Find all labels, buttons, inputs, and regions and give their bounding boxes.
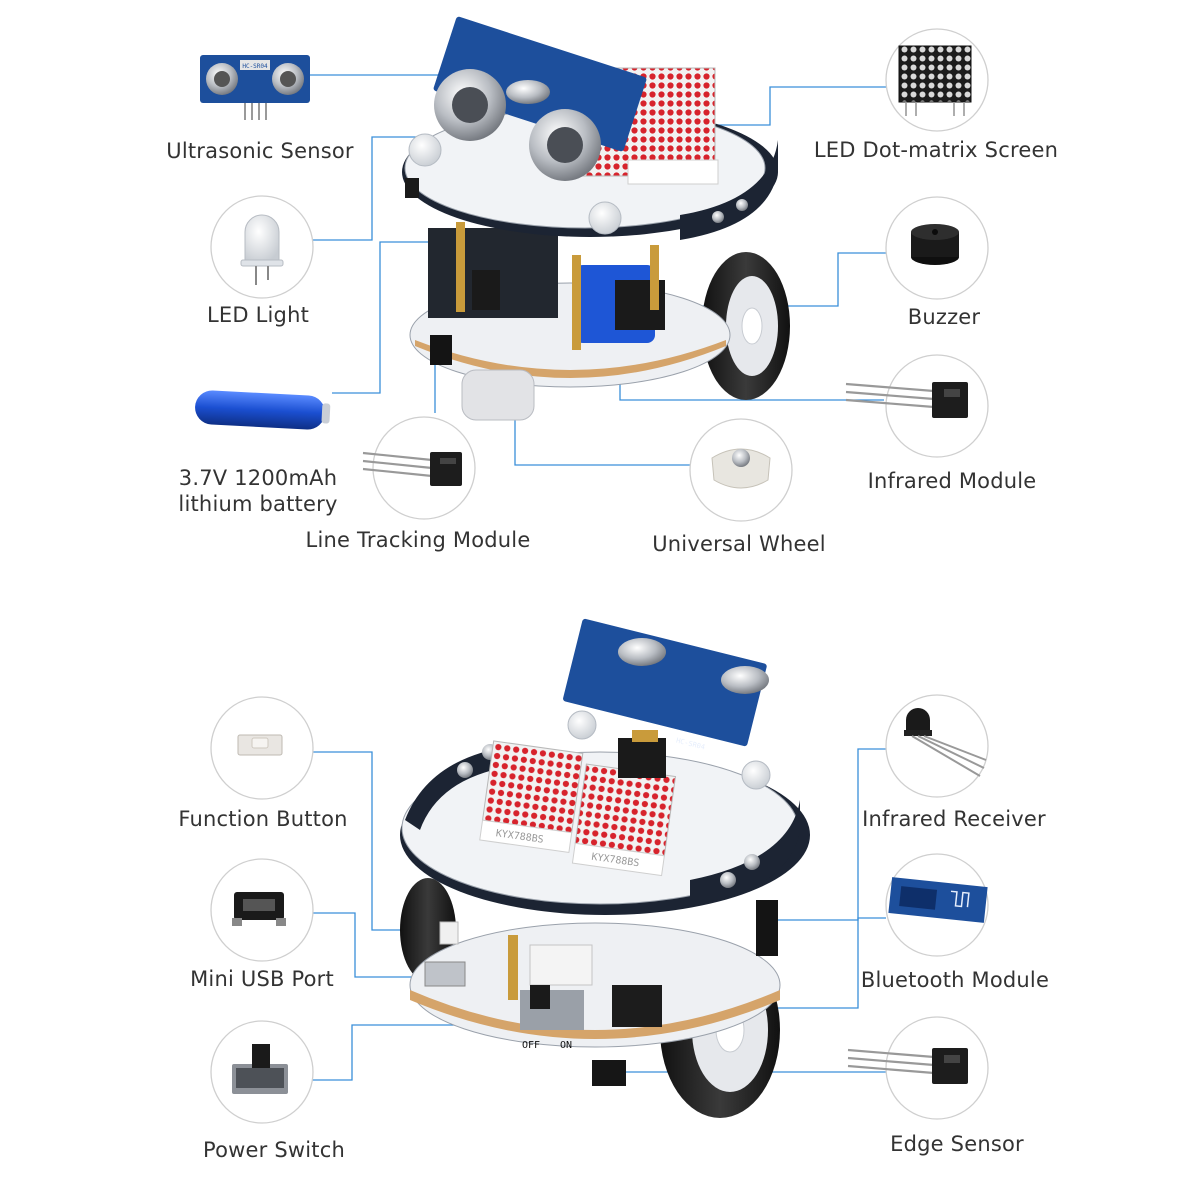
label-led-light: LED Light	[206, 303, 310, 327]
label-universal-wheel: Universal Wheel	[652, 532, 826, 556]
label-line-tracking-module: Line Tracking Module	[305, 528, 531, 552]
label-bluetooth-module: Bluetooth Module	[860, 968, 1050, 992]
led-light-icon	[240, 214, 284, 285]
bluetooth-module-icon	[888, 877, 988, 923]
label-infrared-module: Infrared Module	[867, 469, 1037, 493]
infrared-receiver-icon	[904, 708, 987, 777]
mini-usb-icon	[232, 892, 286, 926]
svg-text:HC-SR04: HC-SR04	[242, 63, 268, 70]
label-infrared-receiver: Infrared Receiver	[862, 807, 1046, 831]
universal-wheel-icon	[711, 448, 771, 489]
label-power-switch: Power Switch	[203, 1138, 345, 1162]
label-ultrasonic-sensor: Ultrasonic Sensor	[166, 139, 354, 163]
robot-top-view	[402, 16, 790, 421]
leader-battery	[332, 241, 440, 394]
leader-led-matrix	[685, 86, 886, 126]
label-edge-sensor: Edge Sensor	[890, 1132, 1024, 1156]
function-button-icon	[237, 734, 283, 756]
line-tracking-icon	[362, 451, 462, 486]
power-switch-icon	[232, 1044, 288, 1094]
label-battery: 3.7V 1200mAh lithium battery	[178, 466, 338, 516]
leader-universal-wheel	[514, 415, 690, 466]
buzzer-icon	[911, 224, 959, 265]
battery-icon	[195, 390, 331, 430]
switch-off-marking: OFF	[522, 1040, 540, 1051]
leader-power-switch	[312, 1024, 547, 1081]
switch-on-marking: ON	[560, 1040, 572, 1051]
ultrasonic-sensor-icon: HC-SR04	[200, 55, 310, 120]
edge-sensor-icon	[847, 1048, 968, 1084]
robot-bottom-view: OFF ON KYX788BS KYX788BS HC-SR04	[400, 618, 810, 1118]
label-mini-usb-port: Mini USB Port	[190, 967, 334, 991]
led-matrix-icon	[898, 45, 972, 116]
ultrasonic-marking-bottom: HC-SR04	[675, 737, 706, 752]
label-function-button: Function Button	[178, 807, 348, 831]
label-buzzer: Buzzer	[907, 305, 981, 329]
leader-infrared-receiver	[775, 748, 886, 921]
infrared-module-icon	[845, 382, 968, 418]
leader-led-light	[312, 136, 420, 241]
leader-mini-usb	[312, 912, 437, 978]
label-led-dot-matrix-screen: LED Dot-matrix Screen	[813, 138, 1059, 162]
